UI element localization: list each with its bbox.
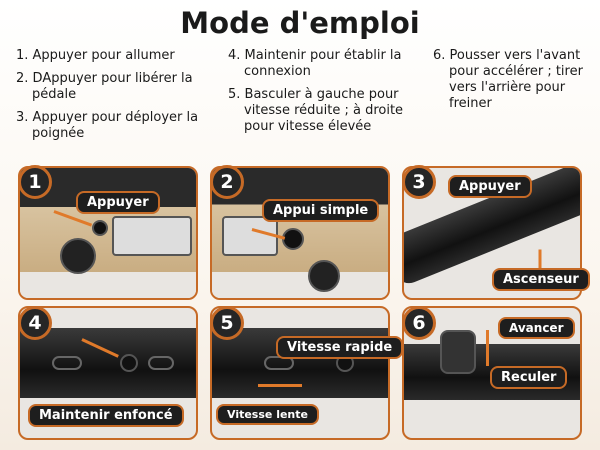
- label-appuyer-handle: Appuyer: [448, 175, 532, 198]
- instruction-2: 2. DAppuyer pour libérer la pédale: [16, 71, 193, 102]
- throttle-trigger: [440, 330, 476, 374]
- instruction-1: 1. Appuyer pour allumer: [16, 48, 175, 63]
- instructions-col-2: 4. Maintenir pour établir la connexion 5…: [228, 48, 418, 142]
- label-ascenseur: Ascenseur: [492, 268, 590, 291]
- wheel-icon: [308, 260, 340, 292]
- step-badge-2: 2: [210, 165, 244, 199]
- release-button: [282, 228, 304, 250]
- label-appui-simple: Appui simple: [262, 199, 380, 222]
- label-appuyer: Appuyer: [76, 191, 160, 214]
- instructions-col-3: 6. Pousser vers l'avant pour accélérer ;…: [433, 48, 593, 119]
- instruction-4: 4. Maintenir pour établir la connexion: [228, 48, 402, 79]
- label-reculer: Reculer: [490, 366, 568, 389]
- up-down-arrow-icon: [486, 330, 489, 366]
- battery-panel: [222, 216, 278, 256]
- step-badge-6: 6: [402, 306, 436, 340]
- connect-button: [120, 354, 138, 372]
- panel-2: [210, 166, 390, 300]
- instruction-3: 3. Appuyer pour déployer la poignée: [16, 110, 199, 141]
- page-title: Mode d'emploi: [180, 6, 420, 40]
- controller-photo: [20, 328, 196, 398]
- label-vitesse-rapide: Vitesse rapide: [276, 336, 404, 359]
- power-button: [92, 220, 108, 236]
- switch-icon: [52, 356, 82, 370]
- step-badge-4: 4: [18, 306, 52, 340]
- instruction-5: 5. Basculer à gauche pour vitesse réduit…: [228, 87, 404, 134]
- wheel-icon: [60, 238, 96, 274]
- instructions-col-1: 1. Appuyer pour allumer 2. DAppuyer pour…: [16, 48, 206, 149]
- step-badge-3: 3: [402, 165, 436, 199]
- step-badge-1: 1: [18, 165, 52, 199]
- label-maintenir-enfonce: Maintenir enfoncé: [28, 404, 184, 427]
- label-avancer: Avancer: [498, 317, 575, 339]
- left-right-arrow-icon: [258, 384, 302, 387]
- step-badge-5: 5: [210, 306, 244, 340]
- battery-panel: [112, 216, 192, 256]
- usb-port-icon: [148, 356, 174, 370]
- label-vitesse-lente: Vitesse lente: [216, 404, 319, 425]
- instruction-6: 6. Pousser vers l'avant pour accélérer ;…: [433, 48, 583, 111]
